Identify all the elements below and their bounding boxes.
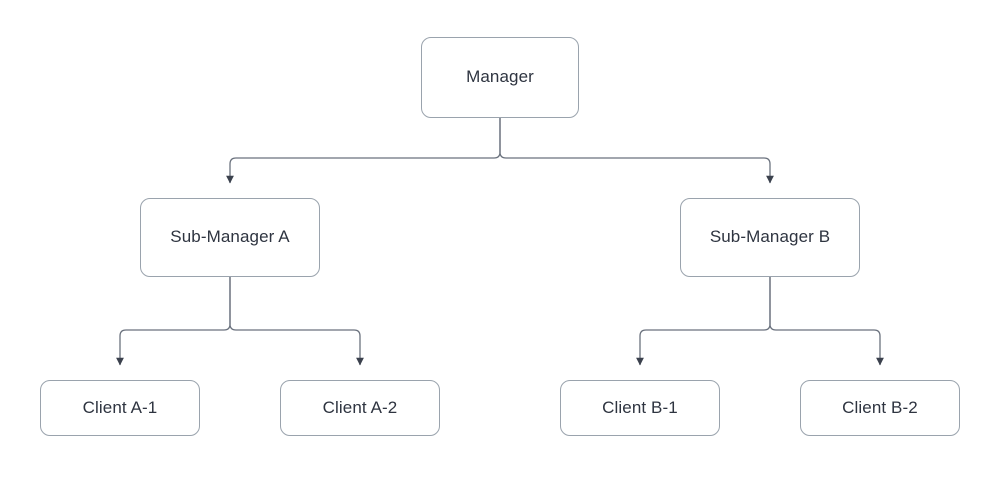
node-client-a1-label: Client A-1 — [82, 397, 158, 417]
node-client-b1-label: Client B-1 — [602, 397, 678, 417]
edge-submanager-a-to-client-a1 — [116, 277, 231, 366]
node-client-b2[interactable]: Client B-2 — [800, 380, 960, 436]
node-submanager-b[interactable]: Sub-Manager B — [680, 198, 860, 277]
node-manager-label: Manager — [466, 67, 534, 87]
edge-submanager-b-to-client-b2 — [769, 277, 884, 366]
node-manager[interactable]: Manager — [421, 37, 579, 118]
edge-submanager-b-to-client-b1 — [636, 277, 771, 366]
edge-manager-to-submanager-b — [499, 118, 774, 184]
node-submanager-b-label: Sub-Manager B — [709, 227, 831, 247]
node-client-a2[interactable]: Client A-2 — [280, 380, 440, 436]
node-client-b2-label: Client B-2 — [842, 397, 918, 417]
node-submanager-a[interactable]: Sub-Manager A — [140, 198, 320, 277]
node-client-a2-label: Client A-2 — [322, 397, 398, 417]
edge-submanager-a-to-client-a2 — [229, 277, 364, 366]
node-submanager-a-label: Sub-Manager A — [170, 227, 290, 247]
edge-manager-to-submanager-a — [226, 118, 501, 184]
node-client-a1[interactable]: Client A-1 — [40, 380, 200, 436]
node-client-b1[interactable]: Client B-1 — [560, 380, 720, 436]
